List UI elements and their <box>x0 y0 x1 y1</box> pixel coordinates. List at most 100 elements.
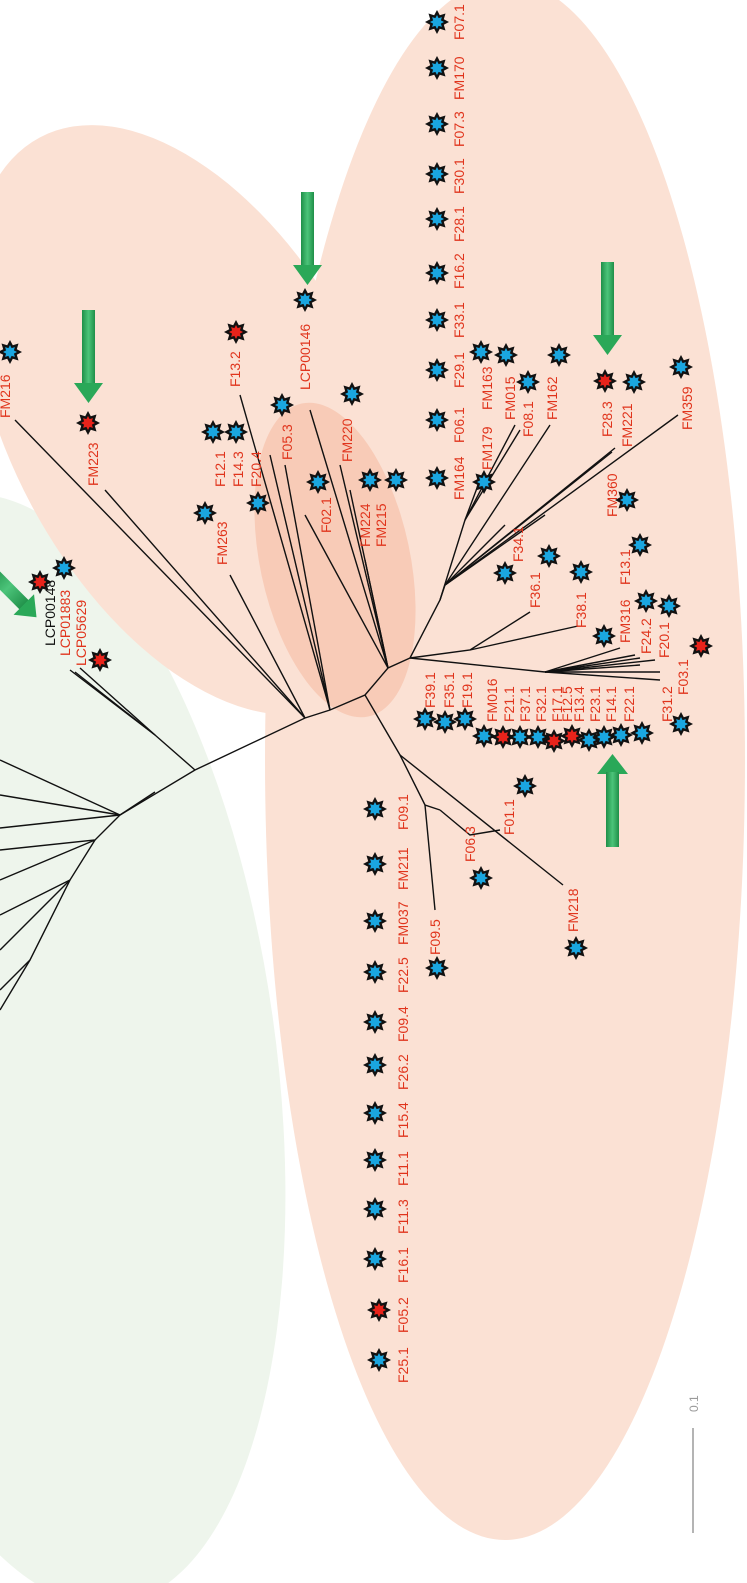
blue-marker <box>516 370 540 394</box>
tip-label: F32.1 <box>533 686 549 722</box>
tip-label: F09.5 <box>427 919 443 955</box>
blue-marker <box>472 724 496 748</box>
arrow-up-icon <box>597 754 628 847</box>
tip-label: F16.1 <box>395 1247 411 1283</box>
blue-marker <box>425 408 449 432</box>
tip-label: LCP00148 <box>42 580 58 646</box>
blue-marker <box>472 470 496 494</box>
tip-label: F02.1 <box>318 497 334 533</box>
green-clade-region <box>0 494 286 1583</box>
blue-marker <box>193 501 217 525</box>
blue-marker <box>425 956 449 980</box>
tip-label: F13.4 <box>571 686 587 722</box>
tip-label: F07.1 <box>451 4 467 40</box>
red-marker <box>224 320 248 344</box>
tip-label: F20.4 <box>248 451 264 487</box>
tip-label: FM263 <box>214 521 230 565</box>
red-marker <box>593 369 617 393</box>
blue-marker <box>537 544 561 568</box>
blue-marker <box>469 340 493 364</box>
tip-label: F39.1 <box>422 672 438 708</box>
blue-marker <box>363 1010 387 1034</box>
blue-marker <box>224 420 248 444</box>
blue-marker <box>425 207 449 231</box>
blue-marker <box>657 594 681 618</box>
red-marker <box>88 648 112 672</box>
tip-label: F36.1 <box>527 572 543 608</box>
tip-label: F33.1 <box>451 302 467 338</box>
pink-clade-region-large <box>265 0 745 1540</box>
blue-marker <box>425 358 449 382</box>
blue-marker <box>306 470 330 494</box>
tip-label: F05.3 <box>279 424 295 460</box>
tip-label: F11.3 <box>395 1199 411 1234</box>
blue-marker <box>569 560 593 584</box>
tip-label: FM211 <box>395 847 411 890</box>
blue-marker <box>669 355 693 379</box>
red-marker <box>367 1298 391 1322</box>
blue-marker <box>609 723 633 747</box>
tip-label: F08.1 <box>520 401 536 437</box>
tip-label: FM164 <box>451 456 467 500</box>
blue-marker <box>425 112 449 136</box>
tip-label: F22.5 <box>395 957 411 993</box>
tip-label: F05.2 <box>395 1297 411 1333</box>
blue-marker <box>615 488 639 512</box>
tip-label: FM216 <box>0 374 13 418</box>
red-marker <box>28 570 52 594</box>
blue-marker <box>293 288 317 312</box>
blue-marker <box>577 728 601 752</box>
tip-label: F28.3 <box>599 401 615 437</box>
tip-label: FM037 <box>395 901 411 945</box>
tip-label: F21.1 <box>501 686 517 722</box>
blue-marker <box>270 393 294 417</box>
tip-label: F06.3 <box>462 826 478 862</box>
blue-marker <box>425 162 449 186</box>
blue-marker <box>358 468 382 492</box>
blue-marker <box>547 343 571 367</box>
red-marker <box>689 634 713 658</box>
tip-label: FM215 <box>373 503 389 547</box>
tip-label: F17.1 <box>549 686 565 722</box>
blue-marker <box>0 340 22 364</box>
blue-marker <box>592 624 616 648</box>
tip-label: F29.1 <box>451 352 467 388</box>
tip-label: F35.1 <box>441 672 457 708</box>
tip-label: LCP05629 <box>73 600 89 666</box>
red-marker <box>76 411 100 435</box>
blue-marker <box>363 852 387 876</box>
tip-label: F06.1 <box>451 407 467 443</box>
tip-label: F24.2 <box>638 618 654 654</box>
tip-label: FM360 <box>604 473 620 517</box>
blue-marker <box>425 466 449 490</box>
blue-marker <box>628 533 652 557</box>
tip-label: F20.1 <box>656 622 672 658</box>
tip-label: LCP00146 <box>297 324 313 390</box>
blue-marker <box>634 589 658 613</box>
tip-label: FM316 <box>617 599 633 643</box>
blue-marker <box>363 1247 387 1271</box>
blue-marker <box>513 774 537 798</box>
tip-label: F12.1 <box>212 451 228 487</box>
tip-label: FM015 <box>502 376 518 420</box>
blue-marker <box>425 56 449 80</box>
tip-label: F14.1 <box>603 686 619 722</box>
blue-marker <box>526 725 550 749</box>
tip-label: F13.2 <box>227 351 243 387</box>
red-marker <box>542 729 566 753</box>
tip-label: FM359 <box>679 386 695 430</box>
tip-markers <box>0 10 713 1372</box>
tip-label: F19.1 <box>459 672 475 708</box>
tree-branches <box>0 394 679 1011</box>
tip-label: F15.4 <box>395 1102 411 1138</box>
blue-marker <box>494 343 518 367</box>
blue-marker <box>384 468 408 492</box>
blue-marker <box>363 1148 387 1172</box>
tip-label: F07.3 <box>451 111 467 147</box>
blue-marker <box>363 1053 387 1077</box>
tip-label: F16.2 <box>451 253 467 289</box>
tip-label: FM162 <box>544 376 560 420</box>
blue-marker <box>564 936 588 960</box>
